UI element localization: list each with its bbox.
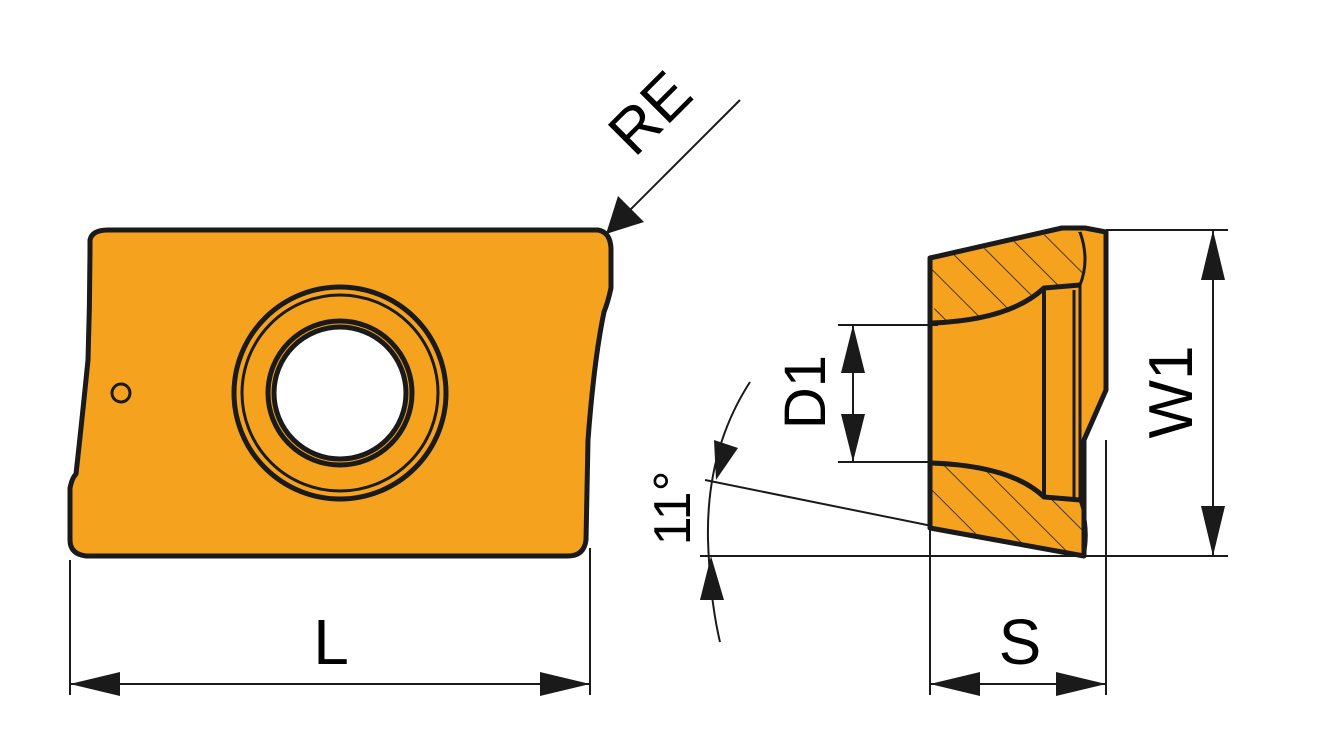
bore-chamfer-ring: [265, 318, 415, 468]
w1-arrow-top: [1201, 230, 1225, 280]
bore-hole: [271, 324, 409, 462]
front-view: [67, 227, 614, 559]
l-arrow-left: [70, 672, 120, 696]
angle-arrow-lower: [700, 556, 724, 600]
s-label: S: [999, 606, 1042, 678]
angle-arrow-upper: [714, 440, 738, 480]
d1-arrow-bottom: [841, 414, 865, 462]
re-dimension: RE: [596, 59, 741, 234]
lower-bore-contour: [931, 460, 1081, 503]
lower-hatch-section: [932, 463, 1085, 554]
l-label: L: [313, 606, 349, 678]
orientation-dot: [110, 382, 132, 404]
angle-flank-line: [704, 479, 933, 527]
s-arrow-left: [930, 672, 980, 696]
w1-arrow-bottom: [1201, 506, 1225, 556]
l-arrow-right: [540, 672, 590, 696]
d1-arrow-top: [841, 325, 865, 373]
angle-label: 11°: [644, 471, 702, 546]
re-arrowhead: [606, 196, 644, 234]
s-arrow-right: [1056, 672, 1106, 696]
cutting-edge-contour: [1078, 231, 1088, 557]
bore-outer-ring: [231, 284, 449, 502]
angle-arc: [706, 381, 751, 643]
bore-inner-ring: [240, 293, 440, 493]
l-dimension: L: [69, 548, 591, 696]
w1-label: W1: [1137, 346, 1206, 439]
re-leader-line: [621, 99, 741, 219]
d1-dimension: D1: [773, 324, 938, 463]
w1-dimension: W1: [1086, 229, 1228, 557]
side-view: [927, 225, 1109, 559]
d1-label: D1: [773, 355, 838, 429]
upper-hatch-section: [932, 231, 1083, 323]
upper-bore-contour: [931, 282, 1081, 326]
angle-dimension: 11°: [644, 381, 1086, 643]
